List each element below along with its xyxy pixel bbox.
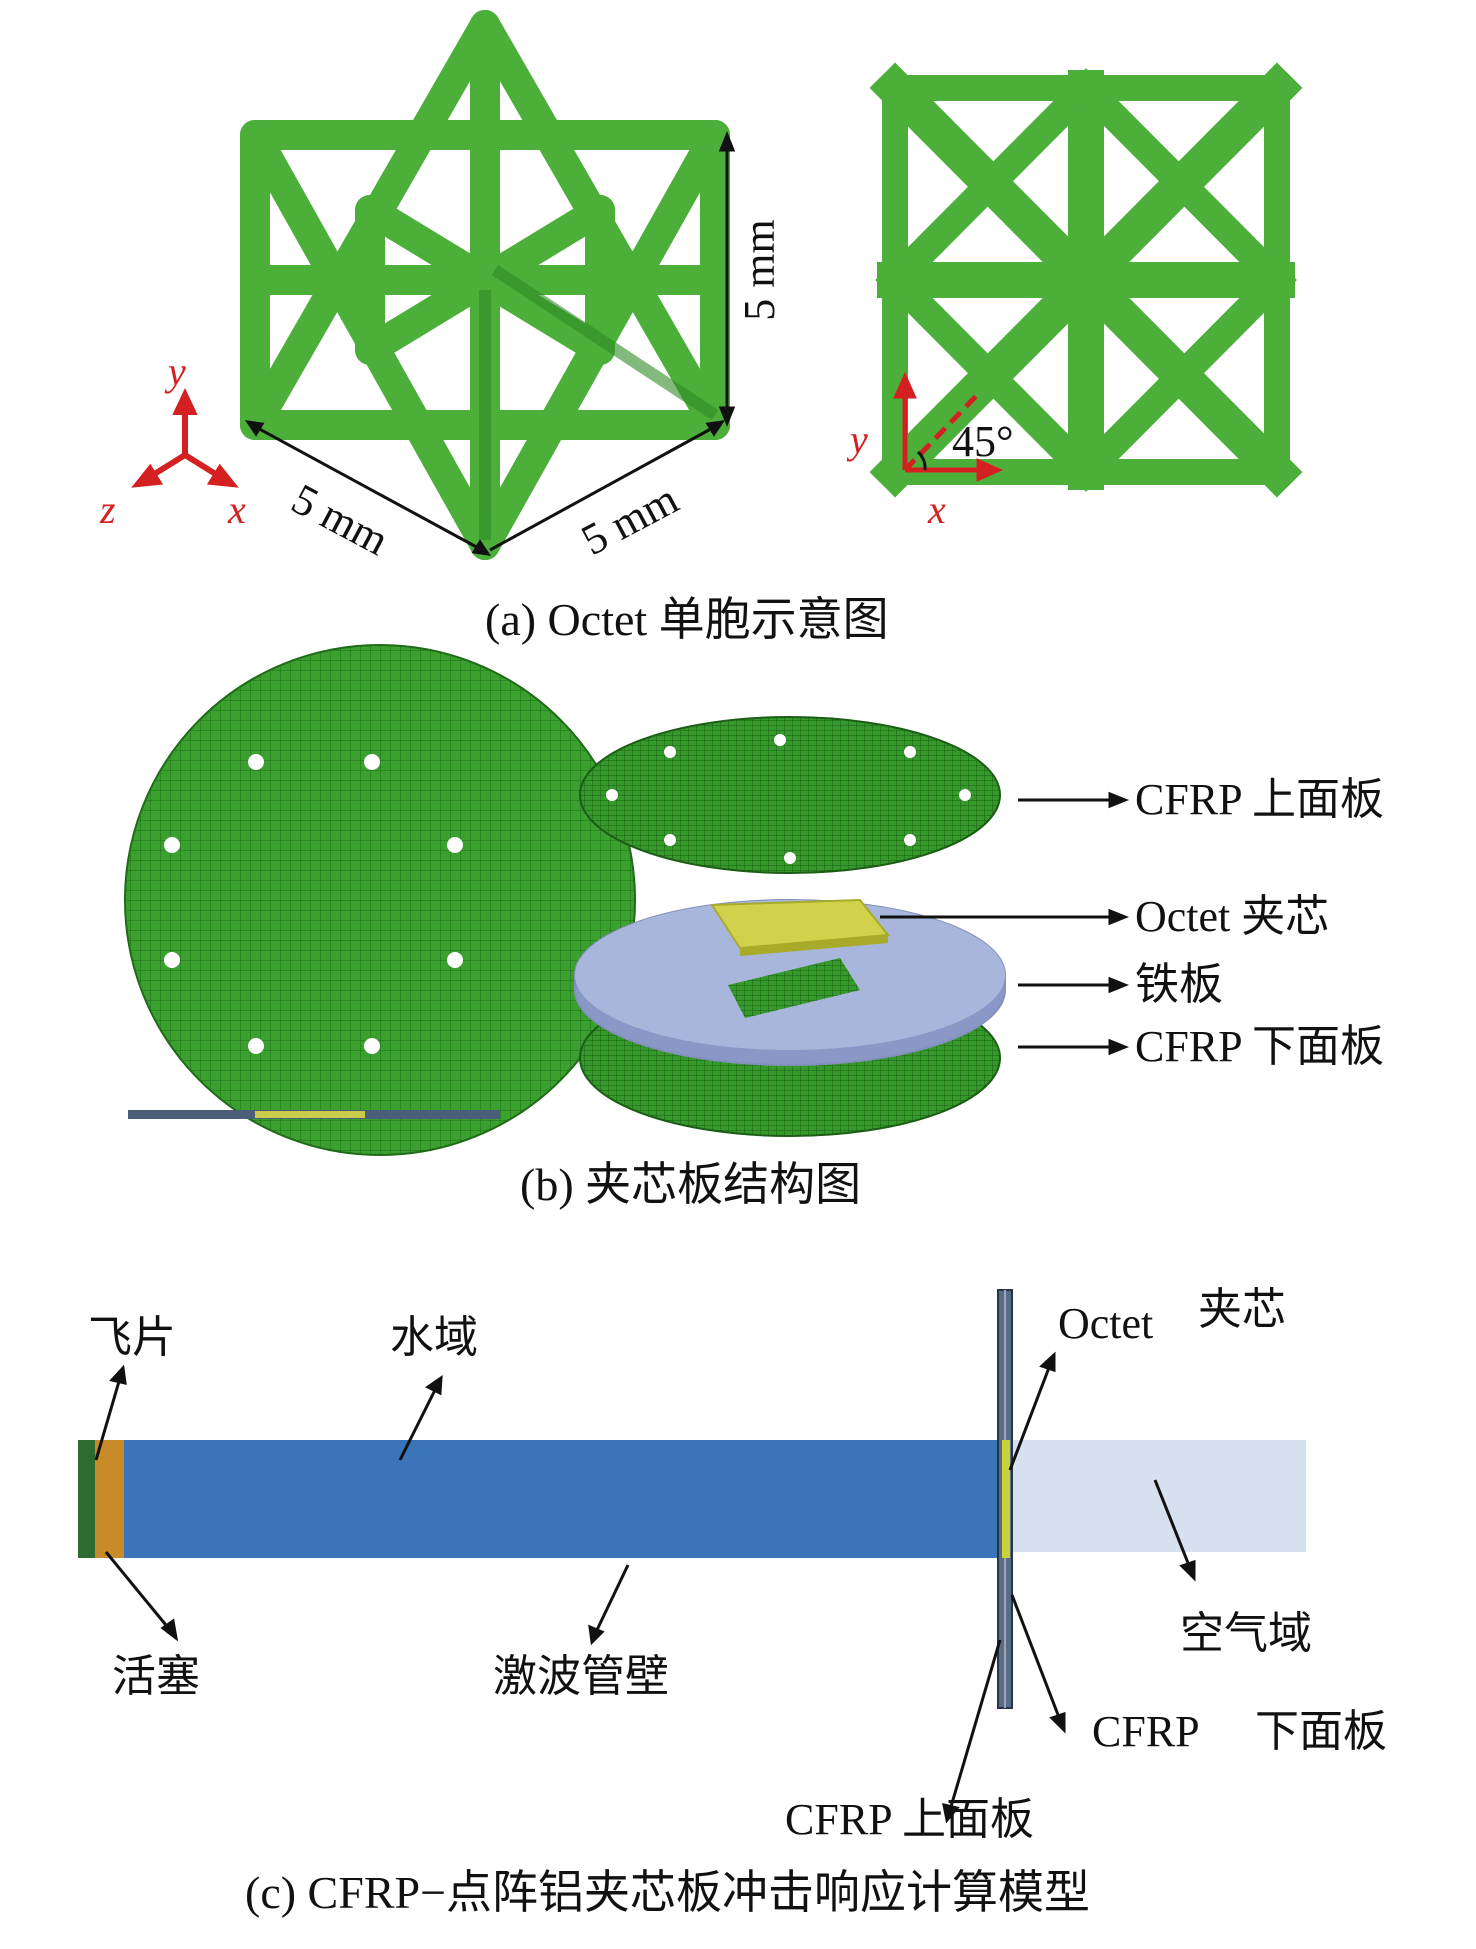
- label-cfrp-bottom-c: CFRP: [1092, 1707, 1200, 1756]
- axis-z-label: z: [100, 487, 116, 532]
- dim-height-label: 5 mm: [735, 219, 784, 321]
- octet-core-strip: [1002, 1440, 1010, 1558]
- angle-label: 45°: [952, 417, 1014, 466]
- axis-x-2d-label: x: [928, 487, 946, 532]
- label-water: 水域: [390, 1313, 478, 1362]
- cfrp-plates: [997, 1289, 1013, 1709]
- label-octet-core: Octet 夹芯: [1135, 892, 1330, 941]
- axis-y-label: y: [168, 349, 186, 394]
- axis-x-label: x: [228, 487, 246, 532]
- label-bottom-panel-c: 下面板: [1255, 1707, 1387, 1756]
- label-octet: Octet: [1058, 1299, 1154, 1348]
- caption-c: (c) CFRP−点阵铝夹芯板冲击响应计算模型: [245, 1867, 1091, 1918]
- piston: [94, 1440, 124, 1558]
- air-domain: [1012, 1440, 1306, 1552]
- cfrp-bottom-face: [579, 979, 1001, 1137]
- label-piston: 活塞: [112, 1652, 200, 1701]
- caption-b: (b) 夹芯板结构图: [520, 1159, 862, 1210]
- label-flyer: 飞片: [88, 1313, 176, 1362]
- dim-right-label: 5 mm: [573, 474, 687, 566]
- flyer: [78, 1440, 95, 1558]
- label-top-panel-c: CFRP 上面板: [785, 1795, 1035, 1844]
- plate-top-view: [124, 644, 636, 1156]
- label-air: 空气域: [1180, 1609, 1312, 1658]
- label-cfrp-bottom: CFRP 下面板: [1135, 1022, 1385, 1071]
- iron-plate: [574, 899, 1006, 1051]
- plate-edge-view: [128, 1110, 500, 1119]
- label-iron-plate: 铁板: [1135, 960, 1223, 1009]
- label-tube-wall: 激波管壁: [493, 1652, 669, 1701]
- cfrp-top-face: [579, 716, 1001, 874]
- water-domain: [123, 1440, 1003, 1558]
- octet-core: [710, 898, 890, 950]
- label-cfrp-top: CFRP 上面板: [1135, 775, 1385, 824]
- label-core: 夹芯: [1198, 1285, 1286, 1334]
- dim-left-label: 5 mm: [283, 474, 397, 566]
- axis-y-2d-label: y: [850, 417, 868, 462]
- caption-a: (a) Octet 单胞示意图: [485, 594, 889, 645]
